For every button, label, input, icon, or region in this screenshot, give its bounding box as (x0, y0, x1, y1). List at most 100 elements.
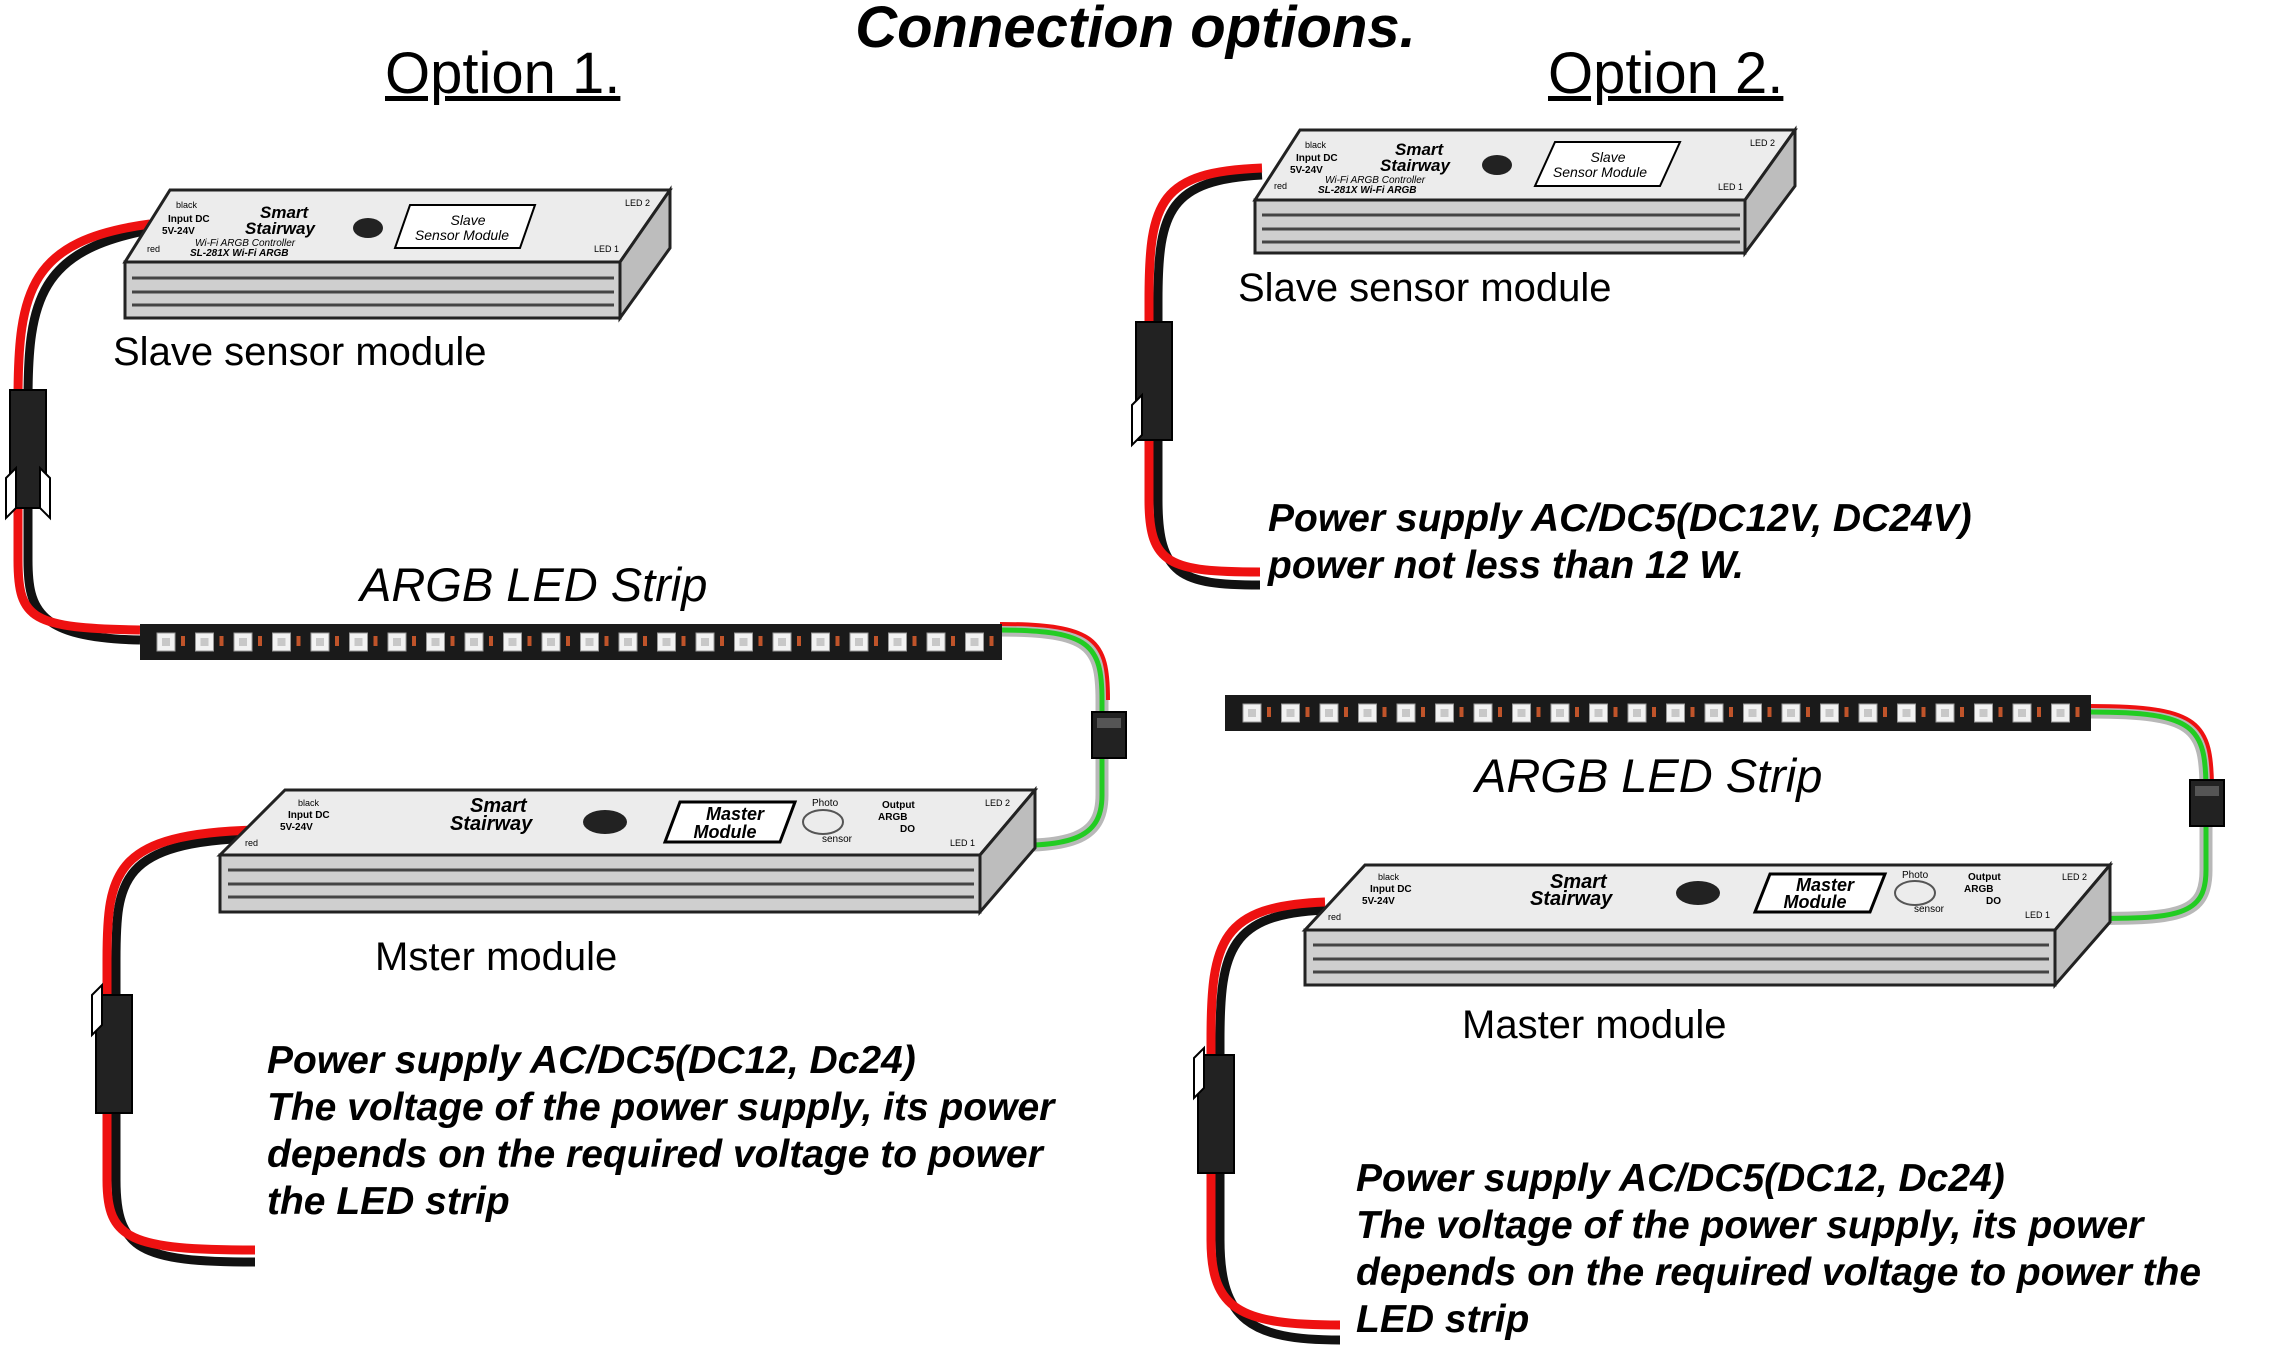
master-brand-top: Smart (470, 795, 528, 817)
led-chip-center (547, 638, 555, 646)
led-chip-center (2056, 709, 2065, 717)
led-resistor (604, 636, 609, 646)
option1-heading: Option 1. (385, 41, 621, 106)
led-resistor (874, 636, 878, 646)
led-resistor (1305, 707, 1310, 717)
master-module-box-opt2: Master Module Photo sensor Output ARGB D… (1301, 860, 2114, 989)
led-resistor (1652, 707, 1656, 717)
slave2-led2: LED 2 (1750, 138, 1775, 148)
led-chip-center (162, 638, 170, 646)
slave2-module-title-line2: Sensor Module (1553, 164, 1647, 180)
led-resistor (1382, 707, 1387, 717)
option2-strip-label: ARGB LED Strip (1475, 749, 1823, 802)
master2-input-label: Input DC (1370, 884, 1412, 895)
master-module-title-line2: Module (694, 822, 757, 842)
led-chip-center (1479, 709, 1487, 717)
led-resistor (720, 636, 724, 646)
slave-model-line2: SL-281X Wi-Fi ARGB (190, 248, 288, 259)
slave2-brand-top: Smart (1395, 140, 1445, 159)
slave-module-box-opt2: Slave Sensor Module Smart Stairway Wi-Fi… (1252, 125, 1798, 258)
led-resistor (2075, 707, 2080, 717)
led-chip-center (855, 638, 863, 646)
led-chip-center (354, 638, 363, 646)
led-chip-center (970, 638, 979, 646)
option2-slave-power-note: Power supply AC/DC5(DC12V, DC24V) power … (1268, 497, 1972, 587)
option2-heading: Option 2. (1548, 41, 1784, 106)
master2-wire-black: black (1378, 872, 1400, 882)
led-chip-center (1286, 709, 1295, 717)
slave-input-range: 5V-24V (162, 226, 195, 237)
master2-wire-red: red (1328, 912, 1341, 922)
led-chip-center (778, 638, 786, 646)
led-resistor (835, 636, 840, 646)
led-resistor (412, 636, 416, 646)
master-photo-line2: sensor (822, 834, 853, 845)
option2-slave-label: Slave sensor module (1238, 266, 1612, 310)
led-resistor (951, 636, 955, 646)
slave2-input-range: 5V-24V (1290, 165, 1323, 176)
led-resistor (1421, 707, 1425, 717)
led-strip-opt1 (140, 624, 1002, 660)
slave2-led1: LED 1 (1718, 182, 1743, 192)
master2-led2: LED 2 (2062, 872, 2087, 882)
slave2-model-line1: Wi-Fi ARGB Controller (1325, 175, 1426, 186)
master-output-do: DO (900, 824, 915, 835)
led-resistor (1998, 707, 2003, 717)
connector-opt2-strip (2189, 779, 2225, 827)
led-chip-center (1979, 709, 1988, 717)
led-resistor (1613, 707, 1618, 717)
led-resistor (1459, 707, 1464, 717)
connector-opt1-master (91, 982, 133, 1114)
slave-wire-red: red (147, 244, 160, 254)
opt2-slave-power-cable (1144, 163, 1263, 590)
slave2-input-label: Input DC (1296, 153, 1338, 164)
led-resistor (1536, 707, 1541, 717)
option1-slave-label: Slave sensor module (113, 330, 487, 374)
master-module-title-line1: Master (706, 804, 765, 824)
led-chip-center (585, 638, 594, 646)
led-resistor (681, 636, 686, 646)
master-output-line1: Output (882, 800, 915, 811)
led-resistor (758, 636, 763, 646)
slave-module-title-line1: Slave (450, 212, 485, 228)
page-title: Connection options. (855, 0, 1416, 60)
led-chip-center (1902, 709, 1911, 717)
slave2-module-title-line1: Slave (1590, 149, 1625, 165)
opt2-strip-master-cable (2079, 704, 2214, 925)
slave2-brand-bottom: Stairway (1380, 156, 1451, 175)
led-resistor (489, 636, 493, 646)
led-chip-center (508, 638, 517, 646)
led-chip-center (624, 638, 632, 646)
option1-strip-label: ARGB LED Strip (360, 558, 708, 611)
slave-wire-black: black (176, 200, 198, 210)
master-led2: LED 2 (985, 798, 1010, 808)
led-resistor (1844, 707, 1849, 717)
led-chip-center (1633, 709, 1641, 717)
led-chip-center (1594, 709, 1603, 717)
led-chip-center (932, 638, 940, 646)
led-chip-center (393, 638, 401, 646)
slave2-wire-red: red (1274, 181, 1287, 191)
led-chip-center (1787, 709, 1795, 717)
led-resistor (797, 636, 801, 646)
led-chip-center (1864, 709, 1872, 717)
led-chip-center (1440, 709, 1449, 717)
led-resistor (1729, 707, 1733, 717)
slave-input-label: Input DC (168, 214, 210, 225)
master-output-line2: ARGB (878, 812, 907, 823)
master-input-range: 5V-24V (280, 822, 313, 833)
led-resistor (1921, 707, 1926, 717)
led-resistor (335, 636, 339, 646)
led-chip-center (431, 638, 440, 646)
master-brand-bottom: Stairway (450, 813, 533, 835)
slave-brand-top: Smart (260, 203, 310, 222)
master2-brand-bottom: Stairway (1530, 888, 1613, 910)
master2-output-do: DO (1986, 896, 2001, 907)
led-chip-center (1556, 709, 1564, 717)
slave2-wire-black: black (1305, 140, 1327, 150)
led-chip-center (1941, 709, 1949, 717)
led-chip-center (739, 638, 748, 646)
master2-module-title-line2: Module (1784, 892, 1847, 912)
led-resistor (1344, 707, 1348, 717)
